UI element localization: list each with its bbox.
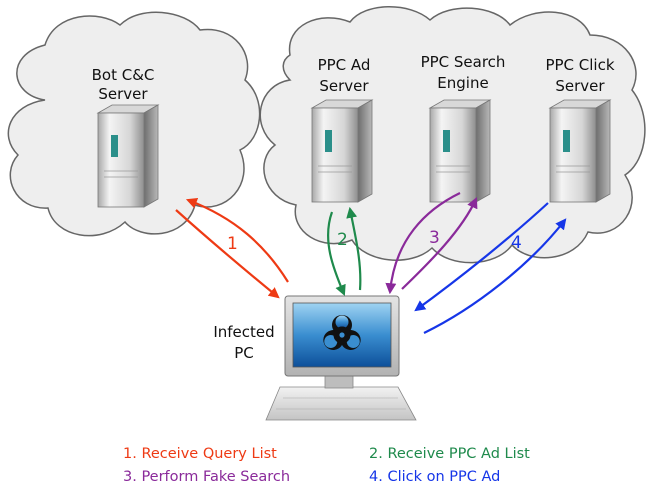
search-engine-label: PPC Search (421, 53, 506, 71)
flow-4-arrows (414, 202, 567, 334)
server-tower-icon (548, 99, 612, 203)
click-server-label: PPC Click (545, 56, 614, 74)
legend-item-3: 3. Perform Fake Search (123, 469, 290, 485)
infected-pc-label: Infected (213, 323, 274, 341)
flow-1-arrows (175, 198, 289, 299)
flow-2-arrows (327, 206, 362, 297)
biohazard-icon (323, 315, 361, 350)
infected-pc-label: PC (234, 344, 254, 362)
step-2-label: 2 (337, 230, 348, 250)
flow-3-arrows (385, 192, 478, 295)
ad-server-label: Server (319, 77, 369, 95)
server-tower-icon (310, 99, 374, 203)
computer-monitor-icon (265, 295, 417, 421)
server-tower-icon (96, 104, 160, 208)
bot-cc-label: Server (98, 85, 148, 103)
click-server-label: Server (555, 77, 605, 95)
step-1-label: 1 (227, 234, 238, 254)
ad-server-label: PPC Ad (318, 56, 371, 74)
legend-item-4: 4. Click on PPC Ad (369, 469, 500, 485)
legend-item-1: 1. Receive Query List (123, 446, 277, 462)
server-tower-icon (428, 99, 492, 203)
step-3-label: 3 (429, 228, 440, 248)
bot-cc-label: Bot C&C (92, 66, 155, 84)
step-4-label: 4 (511, 233, 522, 253)
search-engine-label: Engine (437, 74, 488, 92)
legend-item-2: 2. Receive PPC Ad List (369, 446, 530, 462)
